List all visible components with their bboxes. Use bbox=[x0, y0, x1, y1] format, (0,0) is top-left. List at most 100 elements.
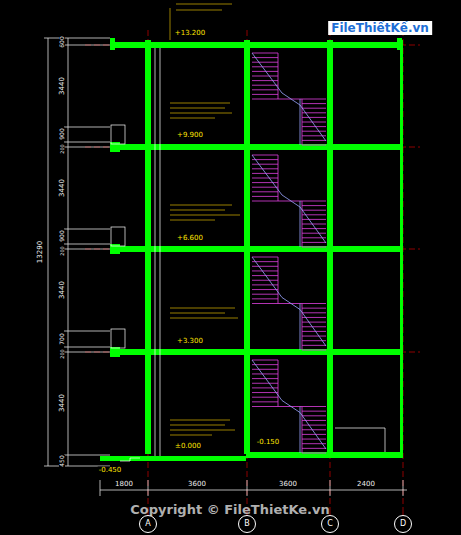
stair-tread bbox=[252, 94, 278, 95]
stair-tread bbox=[302, 131, 326, 132]
stair-tread bbox=[302, 122, 326, 123]
stair-tread bbox=[252, 360, 278, 361]
stair-tread bbox=[252, 257, 278, 258]
stair-tread bbox=[252, 298, 278, 299]
stair-tread bbox=[302, 448, 326, 449]
dimension: 200 bbox=[60, 143, 65, 155]
stair-tread bbox=[252, 284, 278, 285]
stair-tread bbox=[252, 173, 278, 174]
level-mark: -0.450 bbox=[98, 467, 123, 474]
stair-tread bbox=[252, 187, 278, 188]
handrail bbox=[300, 99, 301, 145]
stair-tread bbox=[302, 228, 326, 229]
stair-tread bbox=[302, 336, 326, 337]
stair-tread bbox=[252, 387, 278, 388]
stair-tread bbox=[252, 294, 278, 295]
stair-tread bbox=[302, 99, 326, 100]
stair-tread bbox=[252, 392, 278, 393]
stair-tread bbox=[252, 62, 278, 63]
stair-tread bbox=[302, 242, 326, 243]
stair-tread bbox=[302, 312, 326, 313]
dimension: 200 bbox=[60, 245, 65, 257]
stair-tread bbox=[302, 205, 326, 206]
stair-tread bbox=[252, 80, 278, 81]
stair-tread bbox=[252, 270, 278, 271]
stair-stringer bbox=[278, 155, 302, 247]
handrail bbox=[252, 360, 326, 449]
dimension: 1800 bbox=[114, 481, 134, 488]
stair-stringer bbox=[278, 53, 302, 145]
dimension: 900 bbox=[59, 127, 65, 140]
dimension: 600 bbox=[59, 35, 65, 48]
dimension: 900 bbox=[59, 229, 65, 242]
grid-axis-bubble: D bbox=[394, 515, 412, 533]
level-mark: ±0.000 bbox=[174, 443, 202, 450]
dimension: 3440 bbox=[59, 280, 66, 300]
stair-tread bbox=[252, 201, 278, 202]
watermark: FileThiếtKế.vn bbox=[328, 21, 432, 35]
stair-tread bbox=[252, 85, 278, 86]
stair-tread bbox=[302, 145, 326, 146]
stair-tread bbox=[302, 219, 326, 220]
stair-tread bbox=[302, 103, 326, 104]
stair-tread bbox=[252, 89, 278, 90]
stair-tread bbox=[302, 247, 326, 248]
stair-tread bbox=[302, 331, 326, 332]
stair-tread bbox=[252, 99, 278, 100]
stair-tread bbox=[252, 191, 278, 192]
stair-tread bbox=[302, 126, 326, 127]
stair-tread bbox=[252, 373, 278, 374]
axis-letter: C bbox=[327, 520, 333, 528]
level-mark: +6.600 bbox=[176, 235, 204, 242]
stair-tread bbox=[302, 406, 326, 407]
stair-tread bbox=[302, 322, 326, 323]
grid-axis-bubble: B bbox=[238, 515, 256, 533]
dimension: 2400 bbox=[356, 481, 376, 488]
stair-tread bbox=[252, 397, 278, 398]
stair-tread bbox=[252, 182, 278, 183]
stair-tread bbox=[252, 71, 278, 72]
handrail bbox=[300, 304, 301, 351]
stair-tread bbox=[302, 326, 326, 327]
dimension-total: 13290 bbox=[37, 240, 44, 264]
stair-tread bbox=[252, 76, 278, 77]
stair-tread bbox=[252, 280, 278, 281]
stair-tread bbox=[252, 303, 278, 304]
stair-tread bbox=[302, 434, 326, 435]
stair-tread bbox=[252, 406, 278, 407]
dimension: 3440 bbox=[59, 76, 66, 96]
dimension: 700 bbox=[59, 332, 65, 345]
stair-tread bbox=[252, 369, 278, 370]
stair-tread bbox=[302, 108, 326, 109]
stair-tread bbox=[302, 308, 326, 309]
handrail bbox=[252, 53, 326, 141]
axis-letter: B bbox=[244, 520, 250, 528]
copyright-watermark: Copyright © FileThietKe.vn bbox=[129, 503, 331, 516]
stair-tread bbox=[302, 117, 326, 118]
stair-tread bbox=[252, 196, 278, 197]
stair-tread bbox=[302, 350, 326, 351]
stair-stringer bbox=[278, 360, 302, 453]
level-mark: +13.200 bbox=[174, 30, 206, 37]
stair-tread bbox=[302, 233, 326, 234]
stair-tread bbox=[252, 289, 278, 290]
axis-letter: A bbox=[145, 520, 150, 528]
stair-tread bbox=[302, 453, 326, 454]
stair-tread bbox=[302, 345, 326, 346]
stair-tread bbox=[252, 168, 278, 169]
stair-tread bbox=[252, 178, 278, 179]
stair-stringer bbox=[278, 257, 302, 350]
dimension: 3600 bbox=[187, 481, 207, 488]
stair-tread bbox=[252, 401, 278, 402]
stair-tread bbox=[302, 224, 326, 225]
stair-tread bbox=[252, 383, 278, 384]
grid-axis-bubble: C bbox=[321, 515, 339, 533]
stair-tread bbox=[252, 378, 278, 379]
handrail bbox=[252, 257, 326, 346]
handrail bbox=[300, 407, 301, 454]
stair-tread bbox=[252, 275, 278, 276]
stair-tread bbox=[302, 429, 326, 430]
